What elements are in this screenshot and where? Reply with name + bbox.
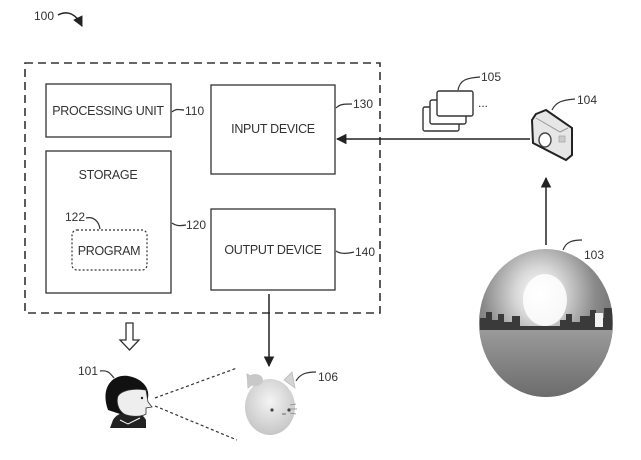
- output-device-label: OUTPUT DEVICE: [224, 243, 321, 257]
- ref-label-110: 110: [185, 104, 204, 118]
- ref-label-103: 103: [584, 248, 604, 262]
- program-label: PROGRAM: [78, 244, 141, 258]
- processing-unit-box: PROCESSING UNIT 110: [45, 83, 204, 138]
- system-boundary: [24, 62, 381, 314]
- images-ellipsis: ...: [478, 96, 488, 110]
- sight-line-lower: [154, 405, 238, 441]
- camera-icon: 104: [530, 93, 597, 162]
- system-ref-100: 100: [34, 9, 83, 27]
- ref-label-140: 140: [355, 245, 375, 259]
- ref-label-122: 122: [65, 210, 85, 224]
- ref-label-101: 101: [78, 364, 98, 378]
- input-device-label: INPUT DEVICE: [231, 122, 315, 136]
- storage-label: STORAGE: [79, 168, 138, 182]
- image-stack-icon: ... 105: [422, 70, 501, 132]
- ref-label-120: 120: [186, 218, 206, 232]
- hollow-down-arrow: [118, 322, 141, 351]
- ref-label-104: 104: [577, 93, 597, 107]
- ref-label-130: 130: [353, 97, 373, 111]
- ref-label-105: 105: [481, 70, 501, 84]
- virtual-object-icon: 106: [245, 370, 338, 435]
- environment-sphere: 103: [479, 239, 613, 397]
- storage-box: STORAGE 120: [45, 150, 206, 294]
- ref-label-100: 100: [34, 9, 54, 23]
- input-device-box: INPUT DEVICE 130: [210, 84, 373, 175]
- output-device-box: OUTPUT DEVICE 140: [210, 208, 375, 291]
- program-box: PROGRAM 122: [65, 210, 148, 271]
- processing-unit-label: PROCESSING UNIT: [52, 104, 164, 118]
- user-icon: 101: [78, 364, 153, 428]
- sight-line-upper: [154, 367, 238, 399]
- ref-label-106: 106: [318, 370, 338, 384]
